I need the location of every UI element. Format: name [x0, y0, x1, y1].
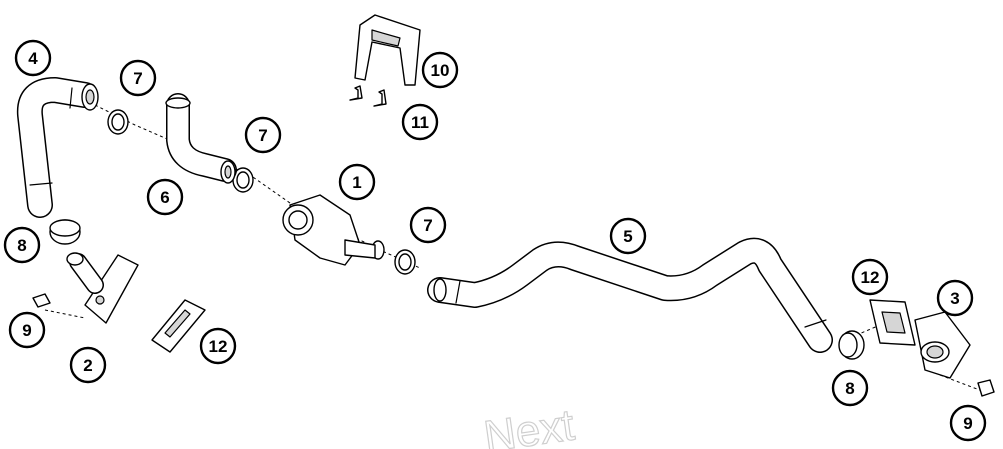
callout-7c: 7 — [409, 206, 447, 244]
callout-label: 10 — [431, 61, 450, 80]
callout-12b: 12 — [851, 258, 889, 296]
callout-8a: 8 — [3, 226, 41, 264]
callout-4: 4 — [14, 39, 52, 77]
callout-label: 7 — [258, 126, 267, 145]
callout-label: 5 — [623, 227, 632, 246]
coupler-ring-left — [49, 219, 81, 245]
callout-label: 7 — [133, 69, 142, 88]
callout-label: 3 — [950, 289, 959, 308]
screws — [349, 85, 387, 107]
mounting-bracket — [354, 14, 421, 86]
callout-1: 1 — [338, 163, 376, 201]
callout-5: 5 — [609, 217, 647, 255]
callout-3: 3 — [936, 279, 974, 317]
callout-label: 9 — [963, 414, 972, 433]
callout-2: 2 — [69, 346, 107, 384]
callout-label: 8 — [17, 236, 26, 255]
gasket-right — [869, 299, 916, 346]
callout-label: 7 — [423, 216, 432, 235]
hose-clamp-1 — [107, 109, 129, 135]
long-hose — [427, 237, 833, 353]
callout-label: 12 — [209, 337, 228, 356]
callout-label: 8 — [845, 379, 854, 398]
callout-label: 12 — [861, 268, 880, 287]
callout-12a: 12 — [199, 327, 237, 365]
callout-9b: 9 — [949, 404, 987, 442]
coupler-ring-right — [838, 330, 865, 360]
flange-left — [66, 252, 139, 324]
hose-upper-left — [16, 77, 99, 218]
bolt-left — [32, 293, 51, 308]
callout-11: 11 — [401, 103, 439, 141]
callout-label: 9 — [22, 321, 31, 340]
callout-10: 10 — [421, 51, 459, 89]
hose-clamp-3 — [394, 249, 416, 275]
callout-label: 1 — [352, 173, 361, 192]
elbow-hose — [165, 93, 237, 184]
callout-label: 11 — [411, 113, 429, 132]
flange-right — [914, 311, 971, 379]
valve-assembly — [282, 194, 385, 266]
callout-7a: 7 — [119, 59, 157, 97]
bolt-right — [977, 379, 995, 397]
callout-8b: 8 — [831, 369, 869, 407]
callout-9a: 9 — [8, 311, 46, 349]
callout-label: 2 — [83, 356, 92, 375]
callout-6: 6 — [146, 178, 184, 216]
callout-label: 6 — [160, 188, 169, 207]
callout-7b: 7 — [244, 116, 282, 154]
callout-label: 4 — [28, 49, 38, 68]
gasket-left — [151, 299, 206, 353]
watermark-text: Next — [481, 401, 577, 449]
